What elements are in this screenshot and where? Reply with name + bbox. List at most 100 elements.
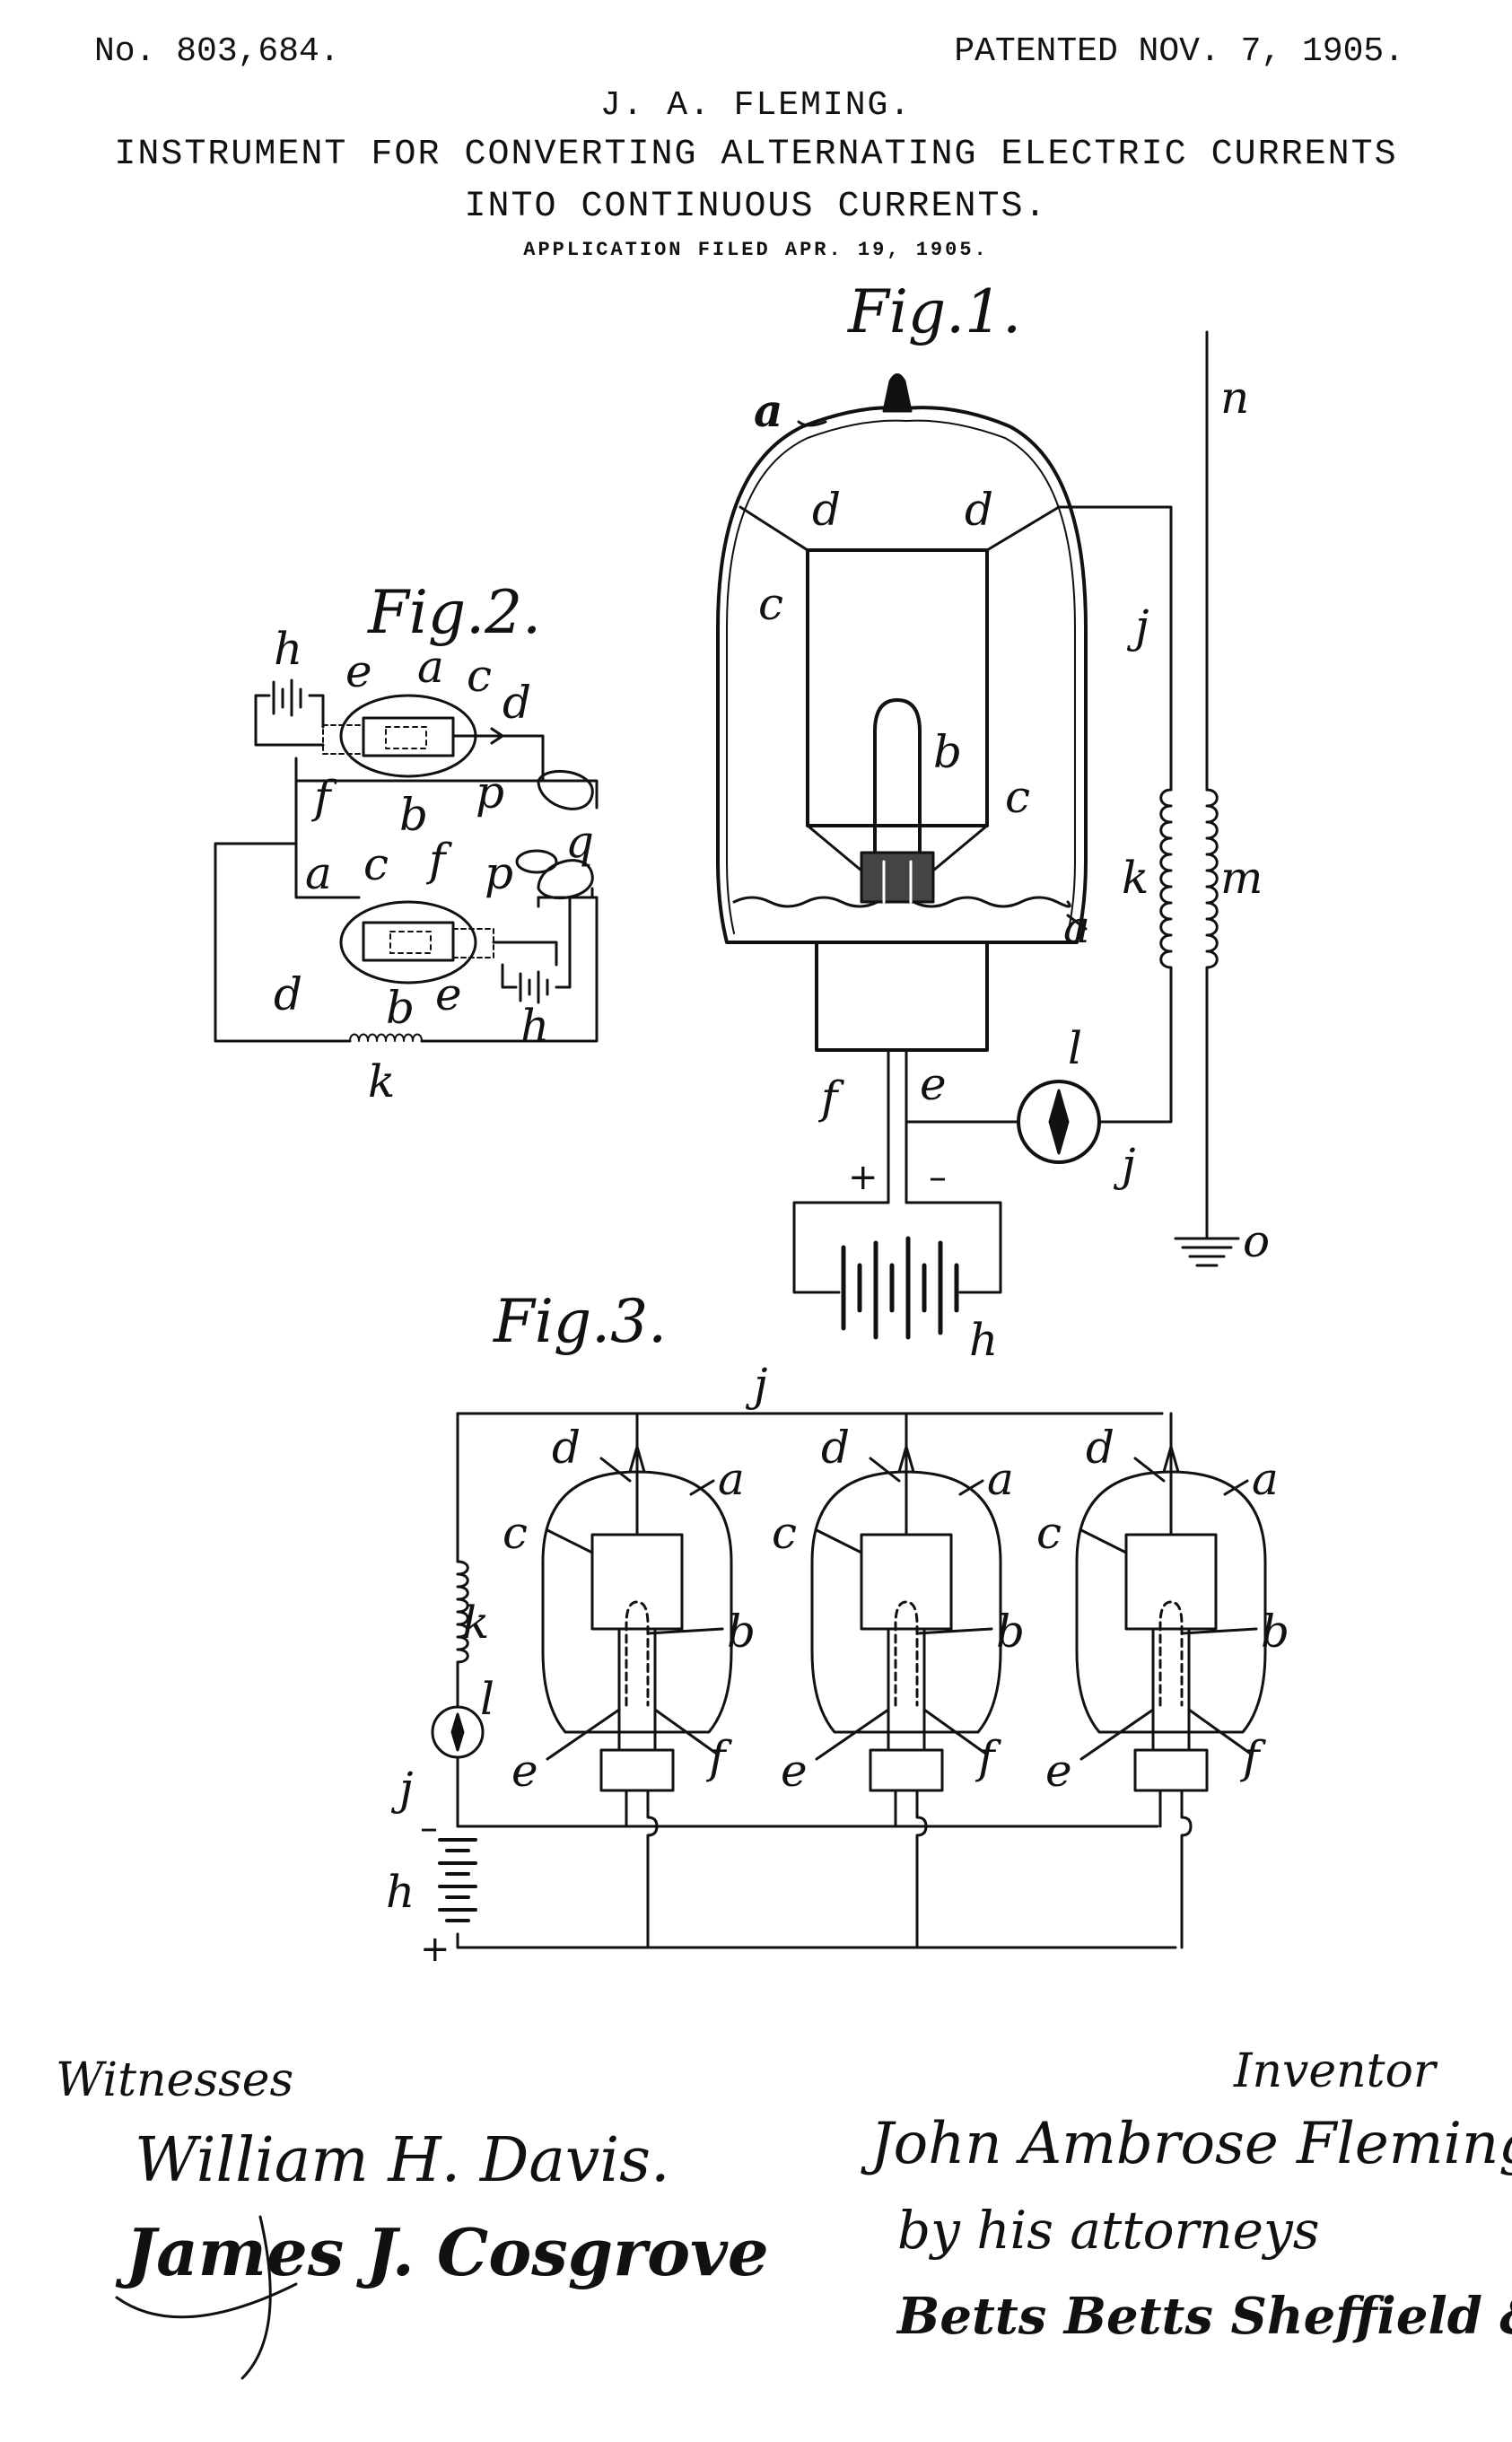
fig2-label-h-bottom: h [520,1000,549,1052]
fig3-valve-1-socket [599,1748,675,1792]
fig3-valve-2-socket [869,1748,944,1792]
fig3-valve-1-leader-d [599,1457,632,1483]
fig1-label-c-left: c [758,578,783,630]
fig3-valve-1-leader-e [546,1708,621,1761]
fig2-lower-plate [362,921,455,962]
fig3-valve-2-label-b: b [996,1606,1025,1658]
fig2-label-e-bottom: e [435,968,462,1020]
fig3-label-l: l [480,1673,494,1725]
fig3-valve-1-label-b: b [727,1606,756,1658]
fig1-cylinder-c [806,548,989,827]
fig3-valve-3-label-b: b [1261,1606,1289,1658]
fig2-left-frame [214,779,599,1043]
fig3-valve-2-leader-b [915,1627,993,1635]
fig3-valve-1-wire-f [646,1789,659,1949]
fig1-label-n: n [1220,372,1249,424]
fig2-label-d-bottom: d [274,968,302,1020]
fig1-label-a-top: a [754,384,782,437]
fig3-valve-2-leader-c [815,1528,863,1554]
fig2-label-c-bottom: c [363,838,389,890]
fig3-valve-3-leader-e [1079,1708,1155,1761]
fig2-label-f-top: f [310,771,337,823]
fig3-valve-1-leader-f [653,1708,720,1756]
witness-signature-flourish [115,2215,298,2380]
fig1-label-l: l [1068,1022,1082,1074]
fig1-support-d-left [739,505,809,552]
fig2-label-p-top: p [476,766,504,818]
fig1-label-c-right: c [1005,771,1030,823]
fig1-label-j-top: j [1126,600,1149,652]
fig2-lower-bulb [339,900,477,985]
fig2-upper-socket [322,724,364,755]
fig3-valve-3-label-d: d [1086,1422,1114,1474]
fig1-label-o: o [1243,1215,1270,1267]
fig1-coil-k [1159,788,1173,989]
fig1-label-d-right: d [965,484,993,536]
fig2-label-p-bottom: p [485,847,513,899]
fig2-coil-p-upper [501,734,594,810]
fig1-ground-symbol [1174,1237,1240,1267]
fig3-valve-1-label-d: d [552,1422,581,1474]
fig2-lower-battery-h [519,970,549,1004]
fig1-label-a-bottom: a [1063,901,1090,953]
fig1-galvanometer-needle [1048,1089,1070,1155]
fig1-battery-h [841,1236,959,1340]
attorneys-signature: Betts Betts Sheffield & Betts [896,2287,1512,2346]
fig3-valve-3-leader-c [1079,1528,1128,1554]
inventor-name: J. A. FLEMING. [599,86,913,125]
fig3-valve-2-wire-f [915,1789,928,1949]
fig3-label-j-left: j [390,1763,414,1815]
fig1-label-minus: – [929,1157,947,1198]
fig2-coil-q [515,849,558,874]
fig1-label-j-bottom: j [1113,1139,1136,1191]
fig3-valve-2-leader-a [958,1479,984,1496]
fig3-valve-1-leader-c [546,1528,594,1554]
patent-date: PATENTED NOV. 7, 1905. [954,32,1404,71]
fig1-filament-b [873,698,922,863]
fig1-label-plus: + [848,1157,878,1198]
witness-signature-1: William H. Davis. [135,2125,670,2196]
fig1-bulb-tip [882,373,913,413]
signature-block: Witnesses Inventor William H. Davis. Jam… [56,2044,1512,2380]
fig1-coil-m [1205,788,1219,989]
application-filed-date: APPLICATION FILED APR. 19, 1905. [523,239,989,261]
fig1-support-d-right [985,505,1061,552]
fig3-valve-3-socket [1133,1748,1209,1792]
fig3-valve-2-label-d: d [821,1422,850,1474]
fig1-leader-a-top [797,420,827,427]
fig2-label-a-top: a [417,641,444,693]
fig3-coil-k [456,1560,469,1707]
fig3-valve-3-leader-a [1223,1479,1249,1496]
fig3-label-k: k [462,1597,489,1649]
fig3-galvanometer-needle [450,1712,465,1752]
fig3-valve-2-filament-b [894,1600,919,1707]
fig3-valve-2-label-e: e [781,1745,808,1797]
fig3-valve-2-leader-d [869,1457,901,1483]
fig3-valve-2-label-a: a [987,1453,1014,1505]
fig2-upper-plate [362,716,455,757]
fig1-leader-a-bottom [1066,914,1088,931]
witness-signature-2: James J. Cosgrove [115,2214,769,2290]
fig1-title: Fig.1. [847,277,1021,346]
fig2-label-f-bottom: f [425,834,452,886]
fig3-label-plus: + [420,1929,450,1970]
fig2-label-d-top: d [503,677,531,729]
fig3-valve-1-label-e: e [511,1745,538,1797]
fig2-label-h-top: h [274,623,302,675]
fig3-plus-bus [456,1932,1177,1949]
fig3-label-j-top: j [745,1359,768,1411]
fig1-label-k: k [1122,852,1149,904]
fig3-valve-3-plate-c [1124,1533,1218,1631]
fig2-label-b-top: b [399,789,428,841]
fig3-valve-3-label-c: c [1036,1507,1062,1559]
fig3-valve-3-label-f: f [1239,1731,1266,1783]
fig3-valve-1-plate-c [590,1533,684,1631]
fig2-upper-battery-wire [254,694,325,747]
fig3-valve-3-leader-b [1180,1627,1258,1635]
fig3-valve-2-label-f: f [974,1731,1001,1783]
attorneys-line: by his attorneys [897,2200,1320,2261]
fig2-lower-filament [389,931,432,954]
